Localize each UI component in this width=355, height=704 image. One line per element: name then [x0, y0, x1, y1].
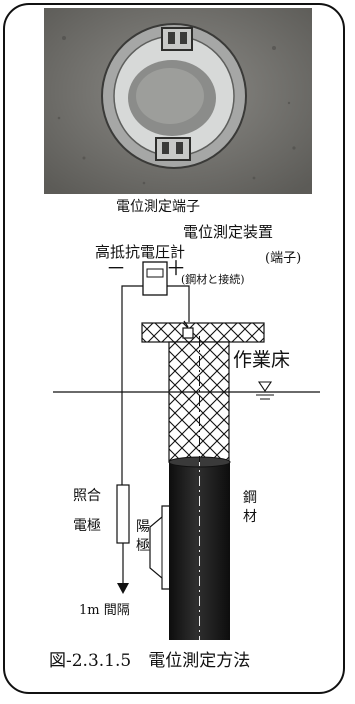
anode-label-1: 陽: [136, 519, 150, 535]
photo-caption: 電位測定端子: [116, 199, 200, 215]
wire-positive: [167, 285, 190, 322]
plus-sign: ＋: [166, 256, 186, 280]
anode-icon: [149, 505, 169, 590]
terminal-box: [182, 327, 194, 339]
ref-electrode-label-1: 照合: [73, 488, 101, 504]
steel-label-1: 鋼: [243, 490, 257, 506]
steel-label-2: 材: [243, 509, 257, 525]
meter-label: 高抵抗電圧計: [95, 243, 186, 261]
device-sub-label: (端子): [265, 251, 302, 266]
interval-label: 1m 間隔: [79, 603, 130, 618]
water-level-icon: [256, 381, 274, 400]
device-note: (鋼材と接続): [181, 273, 245, 286]
voltmeter-icon: [142, 261, 168, 296]
device-label: 電位測定装置: [183, 223, 274, 241]
reference-electrode: [116, 484, 130, 544]
work-floor: [141, 322, 265, 343]
figure-caption: 図-2.3.1.5 電位測定方法: [49, 651, 251, 671]
terminal-photo: [44, 8, 312, 194]
ref-electrode-label-2: 電極: [73, 518, 101, 534]
wire-negative: [121, 285, 143, 485]
minus-sign: －: [106, 256, 126, 280]
anode-label-2: 極: [136, 538, 150, 554]
figure-frame: [3, 3, 345, 694]
work-floor-label: 作業床: [233, 349, 291, 371]
